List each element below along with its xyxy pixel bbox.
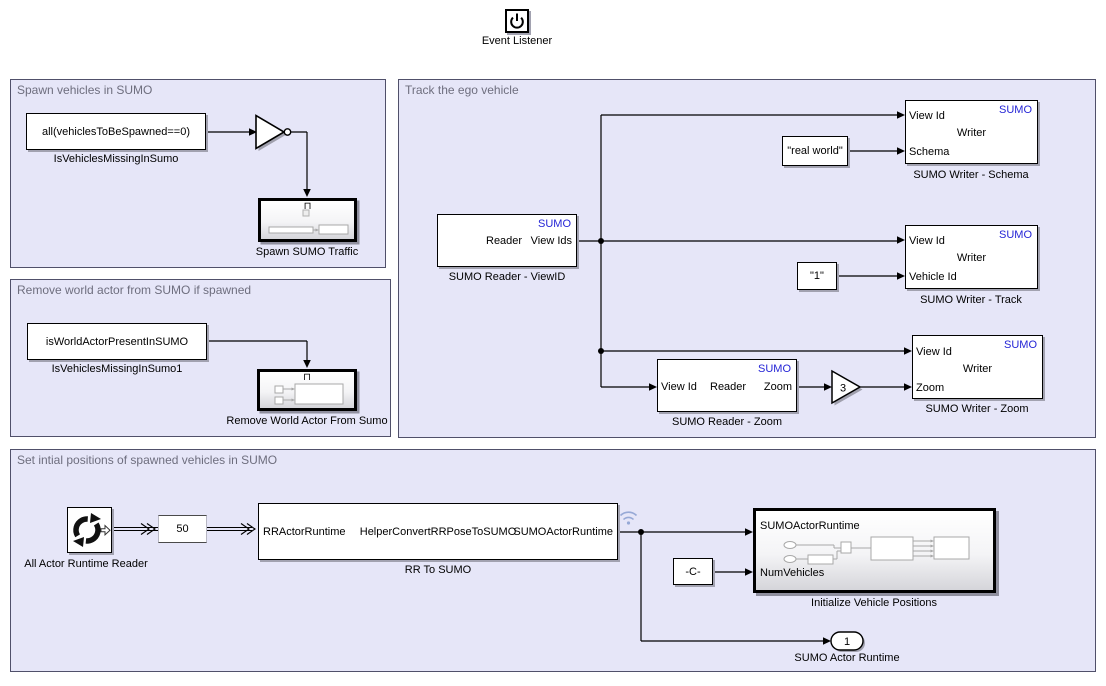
- port-in-rractorruntime: RRActorRuntime: [263, 526, 346, 538]
- constant-value: "real world": [787, 145, 843, 157]
- wire-realworld-to-schema[interactable]: [848, 147, 905, 155]
- constant-value: "1": [810, 270, 824, 282]
- block-type-label: Reader: [486, 235, 523, 247]
- remove-world-actor-subsystem[interactable]: ⊓: [257, 369, 357, 411]
- port-in-viewid: View Id: [916, 346, 952, 358]
- sumo-badge: SUMO: [758, 363, 791, 375]
- sumo-badge: SUMO: [999, 229, 1032, 241]
- port-out-viewids: View Ids: [530, 235, 572, 247]
- port-out-sumoactorruntime: SUMOActorRuntime: [513, 526, 613, 538]
- block-label: SUMO Writer - Schema: [913, 169, 1029, 181]
- block-label: Event Listener: [481, 35, 553, 47]
- rr-to-sumo-block[interactable]: RRActorRuntime HelperConvertRRPoseToSUMO…: [258, 503, 618, 560]
- port-out-zoom: Zoom: [763, 381, 792, 393]
- block-label: Initialize Vehicle Positions: [811, 597, 937, 609]
- power-icon: [510, 13, 524, 29]
- wire-sumoactorruntime[interactable]: [618, 528, 831, 645]
- rate-transition-block[interactable]: 50: [158, 515, 207, 543]
- block-label: IsVehiclesMissingInSumo1: [51, 363, 183, 375]
- trigger-icon: ⊓: [303, 372, 311, 383]
- outport-number: 1: [844, 636, 850, 648]
- is-vehicles-missing-block[interactable]: all(vehiclesToBeSpawned==0): [26, 113, 206, 150]
- port-in-viewid: View Id: [661, 381, 697, 393]
- block-type-label: HelperConvertRRPoseToSUMO: [359, 526, 517, 538]
- area-title: Remove world actor from SUMO if spawned: [17, 283, 252, 297]
- block-type-label: Writer: [956, 252, 987, 264]
- area-title: Set intial positions of spawned vehicles…: [17, 453, 278, 467]
- all-actor-runtime-reader-block[interactable]: [67, 507, 112, 553]
- block-label: SUMO Reader - ViewID: [448, 271, 566, 283]
- block-type-label: Writer: [956, 127, 987, 139]
- sumo-badge: SUMO: [999, 104, 1032, 116]
- signal-logging-icon: [619, 511, 638, 525]
- sumo-writer-zoom-block[interactable]: SUMO View Id Writer Zoom: [912, 335, 1043, 399]
- gain-value: 3: [840, 383, 846, 395]
- block-label: SUMO Writer - Zoom: [925, 403, 1029, 415]
- block-label: Spawn SUMO Traffic: [255, 246, 359, 258]
- block-label: Remove World Actor From Sumo: [226, 415, 388, 427]
- block-label: SUMO Reader - Zoom: [671, 416, 783, 428]
- port-in-numvehicles: NumVehicles: [760, 567, 825, 579]
- block-label: SUMO Actor Runtime: [794, 652, 900, 664]
- initialize-vehicle-positions-subsystem[interactable]: SUMOActorRuntime NumVehicles: [753, 508, 996, 593]
- runtime-reader-icon: [73, 513, 111, 547]
- block-label: RR To SUMO: [404, 564, 472, 576]
- port-in-vehicleid: Vehicle Id: [909, 271, 957, 283]
- wire-to-not-gate[interactable]: [206, 128, 257, 136]
- block-type-label: Writer: [962, 363, 993, 375]
- trigger-icon: ⊓: [303, 201, 312, 212]
- block-label: IsVehiclesMissingInSumo: [53, 153, 179, 165]
- const-c-block[interactable]: -C-: [673, 558, 713, 585]
- wire-c-to-numvehicles[interactable]: [713, 568, 753, 576]
- area-title: Track the ego vehicle: [405, 83, 519, 97]
- event-listener-block[interactable]: [505, 9, 529, 33]
- expression-text: all(vehiclesToBeSpawned==0): [42, 125, 190, 138]
- block-type-label: Reader: [710, 381, 747, 393]
- wire-to-remove-trigger[interactable]: [207, 340, 311, 368]
- wire-not-to-spawn-trigger[interactable]: [290, 131, 311, 197]
- subsystem-preview: [783, 536, 970, 565]
- area-title: Spawn vehicles in SUMO: [17, 83, 153, 97]
- subsystem-preview: [274, 383, 344, 405]
- sumo-writer-track-block[interactable]: SUMO View Id Writer Vehicle Id: [905, 225, 1038, 289]
- area-spawn-vehicles[interactable]: Spawn vehicles in SUMO: [10, 79, 386, 268]
- block-label: All Actor Runtime Reader: [24, 558, 148, 570]
- const-one-block[interactable]: "1": [797, 262, 837, 290]
- constant-value: -C-: [685, 565, 701, 578]
- sumo-badge: SUMO: [1004, 339, 1037, 351]
- wire-viewids-bus[interactable]: [577, 111, 912, 391]
- const-real-world-block[interactable]: "real world": [782, 136, 848, 166]
- block-label: SUMO Writer - Track: [920, 294, 1022, 306]
- sumo-reader-viewid-block[interactable]: SUMO Reader View Ids: [437, 214, 577, 267]
- outport-block[interactable]: 1: [830, 631, 865, 652]
- gain-block[interactable]: 3: [831, 369, 863, 406]
- wire-zoom-chain[interactable]: [797, 383, 912, 391]
- sumo-writer-schema-block[interactable]: SUMO View Id Writer Schema: [905, 100, 1038, 164]
- not-operator-block[interactable]: [255, 114, 292, 152]
- port-in-schema: Schema: [909, 146, 950, 158]
- spawn-sumo-traffic-subsystem[interactable]: ⊓: [258, 198, 357, 242]
- is-world-actor-block[interactable]: isWorldActorPresentInSUMO: [27, 323, 207, 360]
- bus-actor-runtime[interactable]: [112, 523, 256, 535]
- port-in-viewid: View Id: [909, 235, 945, 247]
- sumo-badge: SUMO: [538, 218, 571, 230]
- subsystem-preview: [268, 209, 349, 235]
- port-in-zoom: Zoom: [916, 382, 945, 394]
- port-in-viewid: View Id: [909, 110, 945, 122]
- wire-one-to-vehicleid[interactable]: [577, 241, 905, 280]
- rate-value: 50: [176, 523, 189, 535]
- sumo-reader-zoom-block[interactable]: SUMO View Id Reader Zoom: [657, 359, 797, 412]
- port-in-sumoactorruntime: SUMOActorRuntime: [760, 520, 860, 532]
- expression-text: isWorldActorPresentInSUMO: [45, 335, 189, 348]
